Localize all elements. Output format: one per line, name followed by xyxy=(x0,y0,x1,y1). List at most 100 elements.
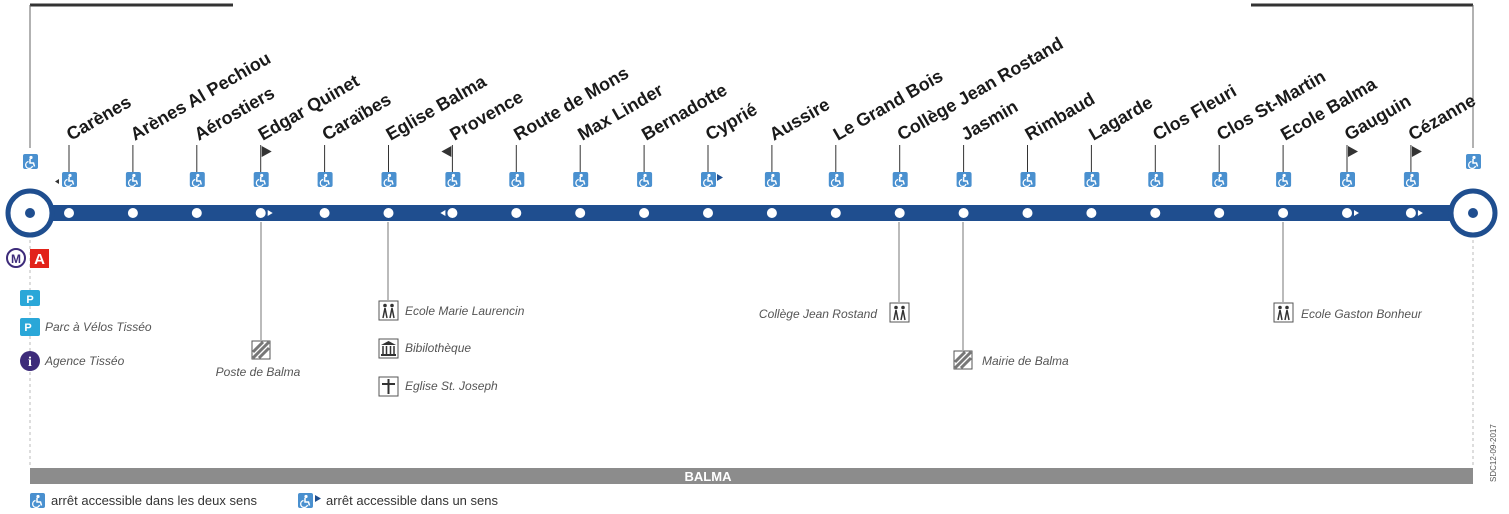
stop-name: Le Grand Bois xyxy=(830,66,947,145)
stop-dot xyxy=(830,208,841,218)
accessibility-icon xyxy=(253,172,269,188)
svg-text:P: P xyxy=(26,294,33,306)
accessibility-icon xyxy=(637,172,653,188)
accessibility-icon xyxy=(62,172,77,188)
svg-text:A: A xyxy=(34,251,45,268)
metro-connection-badge[interactable]: M xyxy=(6,248,26,268)
stop-dot xyxy=(1022,208,1033,218)
zone-bar xyxy=(30,468,1473,484)
legend-one-direction-icon xyxy=(298,493,321,509)
svg-text:i: i xyxy=(28,355,32,370)
accessibility-icon xyxy=(317,172,333,188)
flag-right-icon xyxy=(261,146,272,157)
flag-right-icon xyxy=(1411,146,1422,157)
accessibility-icon xyxy=(445,172,461,188)
direction-arrow-left xyxy=(55,179,59,184)
stop-dot xyxy=(1086,208,1097,218)
stop-dot xyxy=(1150,208,1161,218)
accessibility-icon xyxy=(956,172,972,188)
poi-ecole-laurencin-label: Ecole Marie Laurencin xyxy=(405,304,525,318)
legend-both-directions-label: arrêt accessible dans les deux sens xyxy=(51,493,257,508)
svg-text:P: P xyxy=(24,322,31,334)
post-office-icon xyxy=(251,340,271,360)
one-direction-arrow xyxy=(717,174,723,181)
stop-clos-fleuri[interactable]: Clos Fleuri xyxy=(1148,81,1240,218)
stop-caraibes[interactable]: Caraïbes xyxy=(317,89,395,218)
accessibility-icon xyxy=(1084,172,1100,188)
stop-name: Clos St-Martin xyxy=(1213,66,1329,144)
school-gaston-icon xyxy=(1273,302,1294,323)
stop-name: Aussire xyxy=(766,94,833,144)
accessibility-icon xyxy=(189,172,205,188)
park-and-ride-icon: P xyxy=(20,290,40,306)
legend-both-directions-icon xyxy=(30,493,45,509)
legend-one-direction-label: arrêt accessible dans un sens xyxy=(326,493,498,508)
stop-dot xyxy=(447,208,458,218)
stop-dot xyxy=(511,208,522,218)
accessibility-icon xyxy=(764,172,780,188)
line-a-badge[interactable]: A xyxy=(30,249,49,268)
flag-left-icon xyxy=(441,146,452,157)
direction-arrow-right xyxy=(1417,210,1423,216)
terminus-right[interactable] xyxy=(1448,188,1498,238)
line-bar xyxy=(30,205,1473,221)
zone-label: BALMA xyxy=(685,469,733,484)
stop-route-de-mons[interactable]: Route de Mons xyxy=(509,63,632,218)
accessibility-icon xyxy=(1403,172,1419,188)
stop-name: Rimbaud xyxy=(1022,89,1099,145)
accessibility-icon xyxy=(1276,172,1292,188)
agency-label: Agence Tisséo xyxy=(44,354,125,368)
stop-carenes[interactable]: Carènes xyxy=(55,92,135,218)
terminus-left-accessibility-icon xyxy=(23,154,38,170)
poi-bibliotheque-label: Bibilothèque xyxy=(405,341,471,355)
flag-right-icon xyxy=(1348,146,1358,157)
accessibility-icon xyxy=(828,172,844,188)
stop-dot xyxy=(127,208,138,218)
poi-mairie-label: Mairie de Balma xyxy=(982,354,1069,368)
accessibility-icon xyxy=(381,172,397,188)
accessibility-icon xyxy=(701,172,716,188)
poi-college-label: Collège Jean Rostand xyxy=(759,307,877,321)
stop-dot xyxy=(64,208,74,218)
stop-dot xyxy=(958,208,969,218)
poi-poste-label: Poste de Balma xyxy=(216,365,301,379)
stop-dot xyxy=(1278,208,1289,218)
document-code: SDC12-09-2017 xyxy=(1489,424,1498,482)
accessibility-icon xyxy=(1020,172,1036,188)
accessibility-icon xyxy=(573,172,589,188)
stop-eglise-balma[interactable]: Eglise Balma xyxy=(381,71,491,218)
accessibility-icon xyxy=(1340,172,1355,188)
info-icon: i xyxy=(20,351,40,371)
accessibility-icon xyxy=(509,172,525,188)
terminus-left[interactable] xyxy=(5,188,55,238)
stop-name: Lagarde xyxy=(1085,92,1156,144)
accessibility-icon xyxy=(1212,172,1228,188)
stop-le-grand-bois[interactable]: Le Grand Bois xyxy=(828,66,947,218)
stop-dot xyxy=(383,208,394,218)
stop-rimbaud[interactable]: Rimbaud xyxy=(1020,89,1099,218)
direction-arrow-right xyxy=(1354,210,1359,216)
bike-parking-icon: P xyxy=(20,318,40,336)
stop-dot xyxy=(575,208,586,218)
stop-lagarde[interactable]: Lagarde xyxy=(1084,92,1156,218)
stop-cyprie[interactable]: Cyprié xyxy=(701,99,761,218)
accessibility-icon xyxy=(125,172,141,188)
stop-name: Cézanne xyxy=(1405,90,1479,144)
stop-dot xyxy=(894,208,905,218)
stop-dot xyxy=(1214,208,1225,218)
stop-jasmin[interactable]: Jasmin xyxy=(956,96,1022,218)
bike-parking-label: Parc à Vélos Tisséo xyxy=(45,320,152,334)
stop-aussire[interactable]: Aussire xyxy=(764,94,833,218)
svg-text:M: M xyxy=(11,252,21,266)
terminus-right-accessibility-icon xyxy=(1466,154,1481,170)
school-icon xyxy=(378,300,399,321)
direction-arrow-left xyxy=(440,210,446,216)
church-icon xyxy=(378,376,399,397)
stop-dot xyxy=(319,208,330,218)
poi-ecole-bonheur-label: Ecole Gaston Bonheur xyxy=(1301,307,1423,321)
stop-dot xyxy=(766,208,777,218)
poi-eglise-joseph-label: Eglise St. Joseph xyxy=(405,379,498,393)
stop-gauguin[interactable]: Gauguin xyxy=(1340,91,1414,218)
